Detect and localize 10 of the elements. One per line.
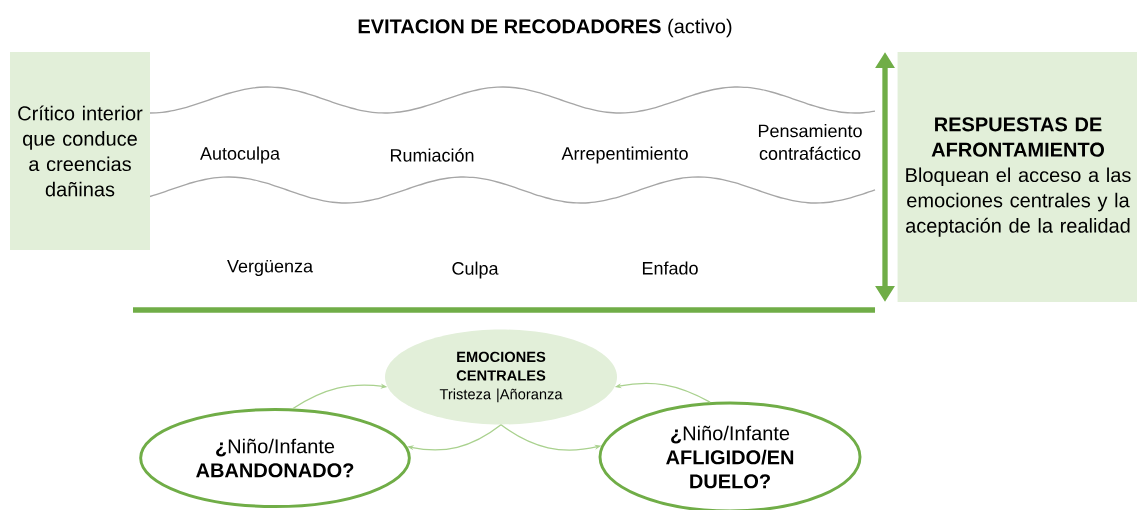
- word-label: Arrepentimiento: [561, 146, 688, 164]
- word-label: Rumiación: [390, 148, 474, 162]
- word-label: Enfado: [642, 261, 698, 275]
- title: EVITACION DE RECODADORES (activo): [358, 18, 732, 38]
- word-label: Vergüenza: [227, 259, 314, 277]
- text-box: Crítico interior que conduce a creencias dañinas: [10, 52, 150, 250]
- word-label: Culpa: [452, 261, 499, 279]
- text-box: RESPUESTAS DE AFRONTAMIENTO Bloquean el acceso a las emociones centrales y la aceptación de la realidad: [897, 52, 1137, 302]
- word-label: Pensamiento contrafáctico: [758, 124, 862, 160]
- word-label: Autoculpa: [200, 146, 281, 164]
